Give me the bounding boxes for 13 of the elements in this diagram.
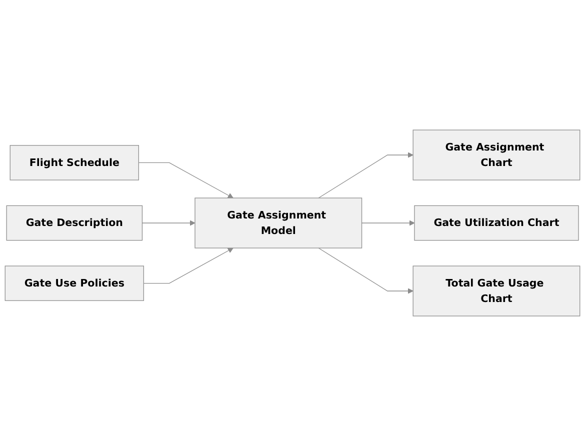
node-box: Gate Assignment Chart [412,130,580,180]
arrow [361,220,415,226]
arrow [318,152,414,198]
arrow [142,220,196,226]
arrow [318,248,414,294]
node-box: Gate Use Policies [4,266,144,301]
arrow [138,162,234,198]
node-box: Gate Description [6,205,143,241]
node-box: Gate Assignment Model [194,198,362,248]
node-box: Gate Utilization Chart [414,205,579,241]
node-box: Flight Schedule [10,145,139,180]
node-box: Total Gate Usage Chart [412,266,580,316]
arrow [143,248,234,284]
